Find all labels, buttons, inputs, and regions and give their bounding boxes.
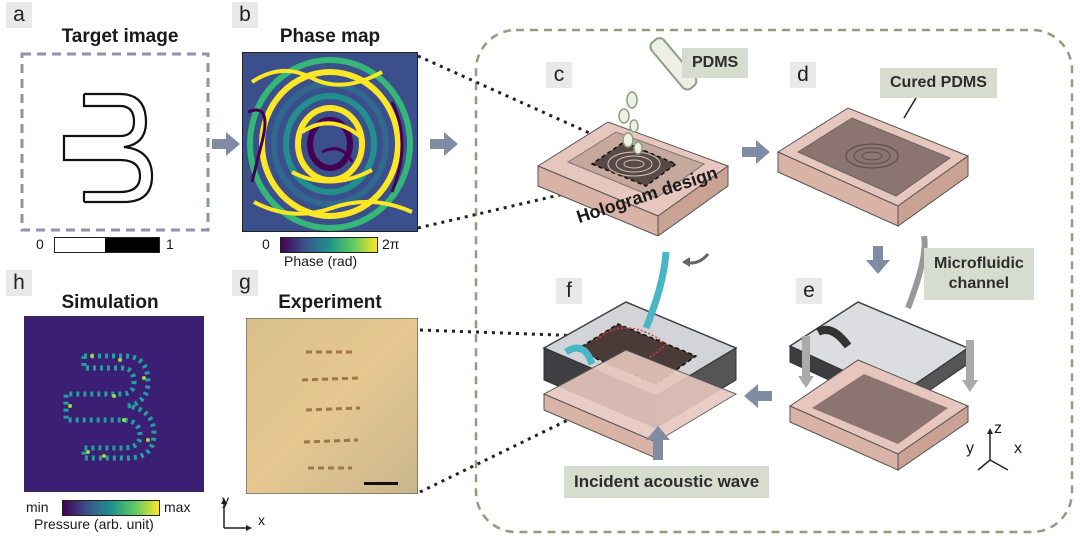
axis-y3d-label: y — [966, 440, 974, 457]
xy-axis-indicator — [221, 498, 252, 531]
pdms-label: PDMS — [682, 48, 749, 78]
phase-colorbar-max: 2π — [382, 236, 400, 252]
pressure-colorbar-max: max — [164, 499, 191, 515]
arrow-d-to-e — [866, 246, 890, 274]
xyz-axis-indicator — [977, 428, 1009, 471]
pressure-colorbar — [62, 500, 160, 516]
panel-label-b: b — [232, 2, 258, 28]
panel-label-c: c — [546, 62, 572, 88]
cured-pdms-label: Cured PDMS — [880, 68, 997, 98]
assembled-device — [542, 251, 738, 459]
pressure-colorbar-min: min — [26, 499, 49, 515]
phase-colorbar — [280, 237, 378, 253]
target-image-panel — [20, 52, 210, 232]
target-image-title: Target image — [61, 26, 179, 47]
mold-with-pdms-pour — [536, 37, 730, 236]
target-colorbar — [54, 237, 160, 253]
axis-x-label: x — [258, 512, 265, 528]
experiment-image — [246, 318, 418, 494]
panel-label-d: d — [790, 62, 816, 88]
axis-x3d-label: x — [1014, 440, 1022, 457]
panel-label-h: h — [6, 270, 32, 296]
arrow-b-to-process — [430, 132, 458, 156]
panel-label-g: g — [232, 270, 258, 296]
process-frame — [474, 28, 1074, 534]
axis-z-label: z — [994, 420, 1002, 437]
experiment-title: Experiment — [278, 292, 382, 313]
arrow-a-to-b — [212, 132, 240, 156]
target-colorbar-min: 0 — [36, 236, 44, 252]
pressure-colorbar-label: Pressure (arb. unit) — [34, 516, 154, 532]
target-colorbar-max: 1 — [166, 236, 174, 252]
simulation-title: Simulation — [61, 292, 159, 313]
arrow-c-to-d — [742, 140, 770, 164]
curved-arrow-inlet — [682, 253, 710, 267]
channel-assembly — [788, 236, 978, 471]
phase-colorbar-label: Phase (rad) — [284, 253, 358, 269]
arrow-e-to-f — [744, 384, 772, 408]
cured-pdms-pointer — [903, 97, 917, 119]
panel-label-e: e — [796, 278, 822, 304]
phase-map-title: Phase map — [279, 26, 381, 47]
microfluidic-channel-label: Microfluidic channel — [924, 248, 1034, 300]
phase-map-image — [242, 52, 418, 232]
microfluidic-line2: channel — [948, 275, 1010, 292]
mold-cured-pdms — [776, 107, 970, 227]
panel-label-f: f — [556, 278, 582, 304]
panel-label-a: a — [6, 2, 32, 28]
incident-acoustic-wave-label: Incident acoustic wave — [564, 466, 770, 498]
phase-colorbar-min: 0 — [262, 236, 270, 252]
simulation-image — [24, 316, 204, 492]
microfluidic-line1: Microfluidic — [934, 255, 1024, 272]
incident-wave-arrow — [646, 426, 670, 460]
axis-y-label: y — [222, 492, 229, 508]
